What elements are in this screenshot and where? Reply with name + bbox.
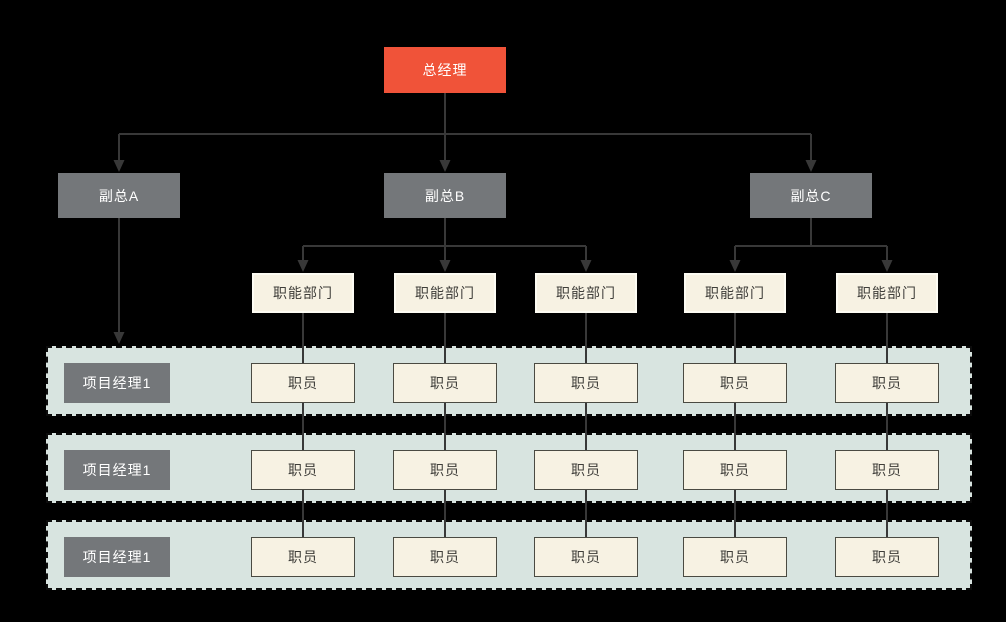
arrowhead-vpb bbox=[439, 160, 451, 172]
arrowhead-band bbox=[113, 332, 125, 344]
node-vp-a[interactable]: 副总A bbox=[58, 173, 180, 218]
node-vp-c[interactable]: 副总C bbox=[750, 173, 872, 218]
project-band-1 bbox=[46, 346, 972, 416]
arrowhead-dept3 bbox=[580, 260, 592, 272]
node-staff-2-1[interactable]: 职员 bbox=[251, 450, 355, 490]
node-vp-b[interactable]: 副总B bbox=[384, 173, 506, 218]
project-band-3 bbox=[46, 520, 972, 590]
node-department-1[interactable]: 职能部门 bbox=[252, 273, 354, 313]
node-staff-3-5[interactable]: 职员 bbox=[835, 537, 939, 577]
node-staff-1-4[interactable]: 职员 bbox=[683, 363, 787, 403]
node-department-2[interactable]: 职能部门 bbox=[394, 273, 496, 313]
node-project-manager-2[interactable]: 项目经理1 bbox=[64, 450, 170, 490]
node-department-3[interactable]: 职能部门 bbox=[535, 273, 637, 313]
node-general-manager[interactable]: 总经理 bbox=[384, 47, 506, 93]
arrowhead-vpa bbox=[113, 160, 125, 172]
arrowhead-dept1 bbox=[297, 260, 309, 272]
node-staff-2-2[interactable]: 职员 bbox=[393, 450, 497, 490]
arrowhead-dept4 bbox=[729, 260, 741, 272]
arrowhead-dept5 bbox=[881, 260, 893, 272]
node-staff-2-4[interactable]: 职员 bbox=[683, 450, 787, 490]
node-staff-1-5[interactable]: 职员 bbox=[835, 363, 939, 403]
arrowhead-vpc bbox=[805, 160, 817, 172]
node-project-manager-1[interactable]: 项目经理1 bbox=[64, 363, 170, 403]
node-department-5[interactable]: 职能部门 bbox=[836, 273, 938, 313]
node-staff-1-2[interactable]: 职员 bbox=[393, 363, 497, 403]
arrowhead-dept2 bbox=[439, 260, 451, 272]
node-staff-2-5[interactable]: 职员 bbox=[835, 450, 939, 490]
node-staff-3-4[interactable]: 职员 bbox=[683, 537, 787, 577]
project-band-2 bbox=[46, 433, 972, 503]
node-staff-1-3[interactable]: 职员 bbox=[534, 363, 638, 403]
node-staff-2-3[interactable]: 职员 bbox=[534, 450, 638, 490]
node-staff-1-1[interactable]: 职员 bbox=[251, 363, 355, 403]
node-staff-3-3[interactable]: 职员 bbox=[534, 537, 638, 577]
node-staff-3-1[interactable]: 职员 bbox=[251, 537, 355, 577]
node-department-4[interactable]: 职能部门 bbox=[684, 273, 786, 313]
node-project-manager-3[interactable]: 项目经理1 bbox=[64, 537, 170, 577]
node-staff-3-2[interactable]: 职员 bbox=[393, 537, 497, 577]
